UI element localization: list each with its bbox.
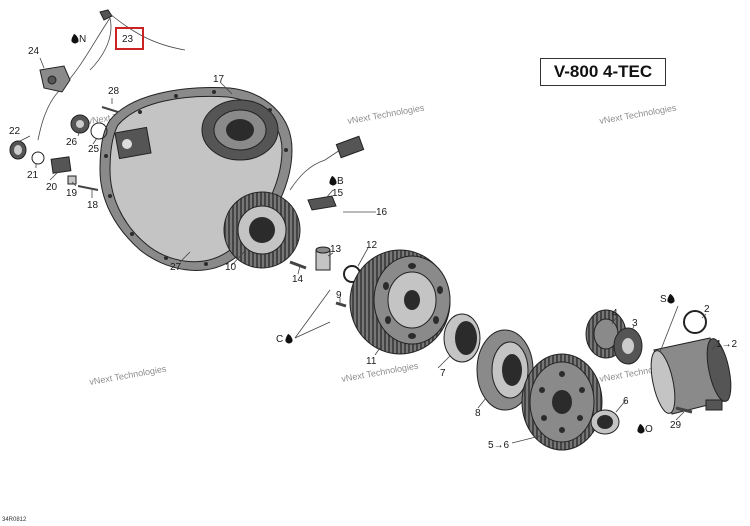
drop-icon <box>329 176 337 186</box>
callout-9: 9 <box>336 290 342 301</box>
callout-23: 23 <box>122 34 134 45</box>
left-small-parts <box>9 106 119 191</box>
model-badge: V-800 4-TEC <box>540 58 666 86</box>
note-n: N <box>79 34 86 45</box>
callout-6: 6 <box>623 396 629 407</box>
callout-25: 25 <box>88 144 100 155</box>
callout-17: 17 <box>213 74 225 85</box>
callout-8: 8 <box>475 408 481 419</box>
note-c: C <box>276 334 283 345</box>
drive-plate <box>476 329 534 411</box>
stator <box>223 135 365 269</box>
callout-12: 12 <box>366 240 378 251</box>
drawing-code: 34R0812 <box>2 517 27 523</box>
watermark-text: vNext Technologies <box>341 361 420 384</box>
drop-icon <box>71 34 79 44</box>
callout-11: 11 <box>366 356 377 367</box>
callout-21: 21 <box>27 170 39 181</box>
callout-1: 1→2 <box>716 339 738 350</box>
callout-16: 16 <box>376 207 388 218</box>
drop-icon <box>285 334 293 344</box>
callout-3: 3 <box>632 318 638 329</box>
symbol-notes: N B C S O <box>71 34 675 435</box>
note-b: B <box>337 176 344 187</box>
callout-7: 7 <box>440 368 446 379</box>
needle-bearing <box>590 409 620 435</box>
clutch-housing <box>443 313 481 363</box>
starter-gear <box>521 353 603 451</box>
watermark-text: vNext Technologies <box>599 103 678 126</box>
watermark-text: vNext Technologies <box>89 364 168 387</box>
note-s: S <box>660 294 667 305</box>
wiring-harness <box>37 9 186 141</box>
callout-26: 26 <box>66 137 78 148</box>
callout-22: 22 <box>9 126 21 137</box>
callout-5: 5→6 <box>488 440 510 451</box>
callout-4: 4 <box>612 308 618 319</box>
callouts: 17 28 24 26 25 22 21 20 19 18 27 10 15 1… <box>9 34 738 451</box>
callout-18: 18 <box>87 200 99 211</box>
starter-motor <box>650 337 732 415</box>
callout-20: 20 <box>46 182 58 193</box>
callout-29: 29 <box>670 420 682 431</box>
flywheel-rotor <box>349 249 451 355</box>
drop-icon <box>637 424 645 434</box>
callout-19: 19 <box>66 188 78 199</box>
callout-10: 10 <box>225 262 237 273</box>
callout-28: 28 <box>108 86 120 97</box>
leader-lines <box>17 57 719 444</box>
watermark-text: vNext Technologies <box>347 103 426 126</box>
callout-14: 14 <box>292 274 304 285</box>
callout-2: 2 <box>704 304 710 315</box>
callout-15: 15 <box>332 188 344 199</box>
wire-bracket <box>307 195 337 211</box>
idler-gear <box>585 309 643 365</box>
callout-27: 27 <box>170 262 182 273</box>
callout-24: 24 <box>28 46 40 57</box>
drop-icon <box>667 294 675 304</box>
callout-13: 13 <box>330 244 342 255</box>
callout-23-highlight <box>115 27 144 50</box>
note-o: O <box>645 424 653 435</box>
o-ring <box>683 310 707 334</box>
